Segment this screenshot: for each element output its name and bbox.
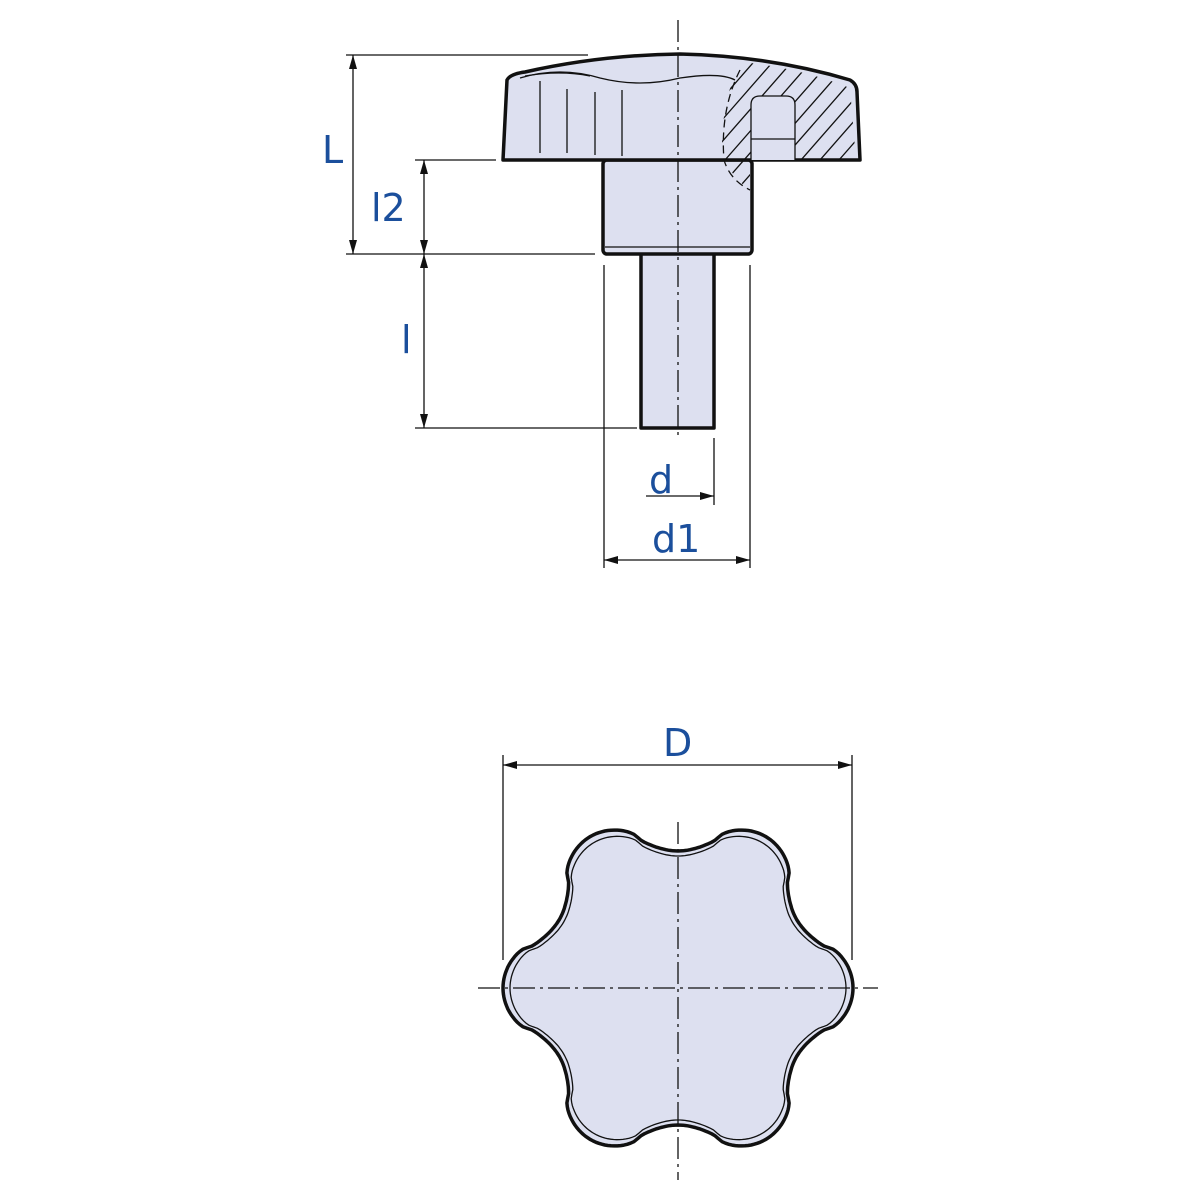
insert-pocket (750, 95, 796, 160)
label-l: l (401, 318, 412, 362)
hatch-line (918, 40, 1058, 200)
hatch-line (841, 62, 856, 190)
hatch-line (861, 40, 1001, 200)
label-L: L (322, 128, 343, 172)
label-l2: l2 (371, 186, 406, 230)
hatch-line (975, 40, 1115, 200)
label-d: d (649, 458, 673, 502)
hatch-line (899, 40, 1039, 200)
side-view (501, 20, 1134, 440)
grip-ribs (539, 81, 623, 156)
top-view: D (478, 721, 878, 1180)
hatch-line (994, 40, 1134, 200)
dimensions-side: L l2 l d d1 (322, 54, 751, 568)
label-D: D (663, 721, 692, 765)
hatch-line (937, 40, 1077, 200)
knob-head (501, 52, 862, 162)
lobe-outline (501, 828, 855, 1148)
hatch-line (722, 62, 793, 190)
lobe-inner-edge (509, 835, 847, 1141)
hatch-line (956, 40, 1096, 200)
hatch-line (880, 40, 1020, 200)
label-d1: d1 (652, 517, 700, 561)
hatch-line (722, 62, 774, 190)
